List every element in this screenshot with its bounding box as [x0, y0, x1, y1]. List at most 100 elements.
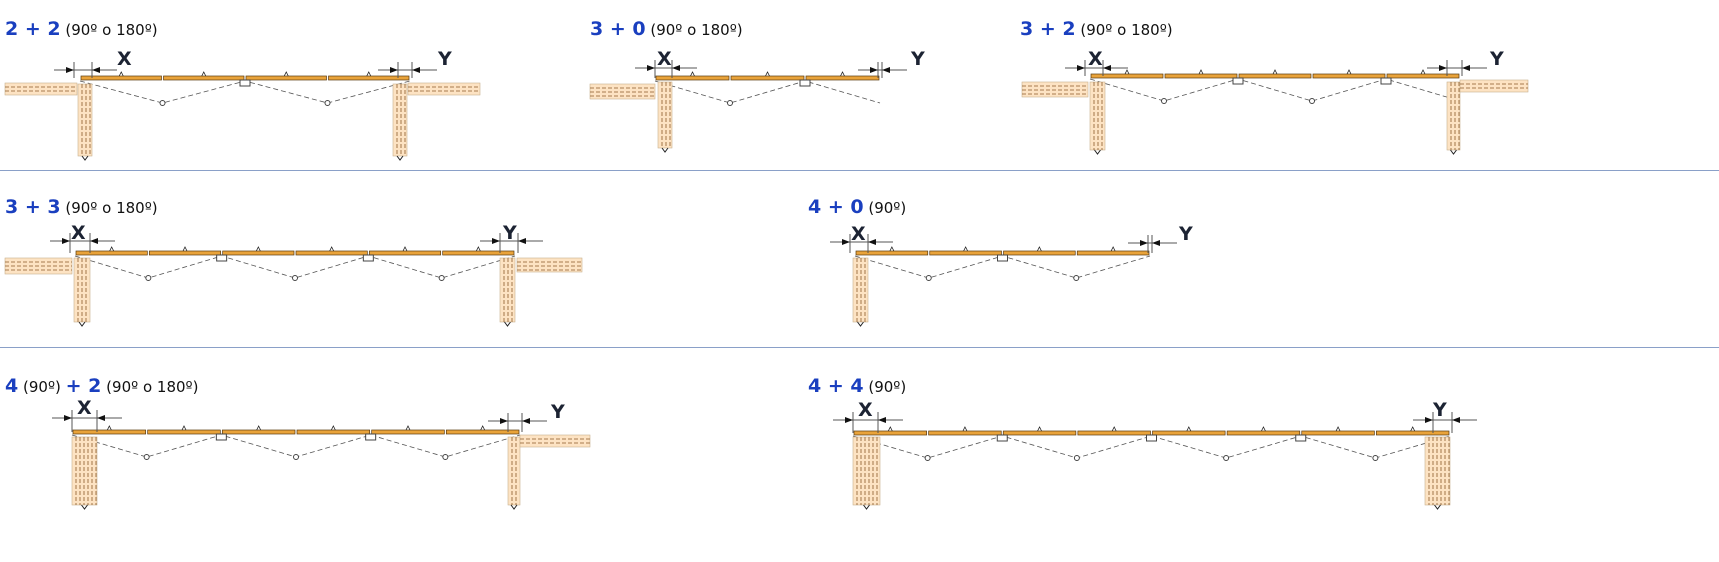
door-panel	[1002, 430, 1077, 436]
arrow-icon	[412, 67, 420, 73]
panel-handle-icon	[1346, 69, 1352, 75]
door-panel	[371, 429, 445, 435]
arrow-icon	[1462, 65, 1470, 71]
track-box-icon	[996, 434, 1008, 442]
door-panel	[1164, 73, 1238, 79]
config-title-2-2: 2 + 2 (90º o 180º)	[5, 18, 158, 40]
door-panel	[929, 250, 1002, 256]
arrow-icon	[647, 65, 655, 71]
panel-handle-icon	[1110, 246, 1116, 252]
stacked-panels-vertical	[657, 81, 673, 149]
panel-handle-icon	[181, 425, 187, 431]
pivot-icon	[145, 275, 152, 281]
panel-handle-icon	[963, 246, 968, 252]
panel-handle-icon	[887, 426, 893, 432]
panel-handle-icon	[1198, 69, 1204, 75]
panel-handle-icon	[329, 246, 335, 252]
door-panel	[72, 429, 147, 435]
dimension-x-label: X	[851, 223, 866, 245]
row-divider	[0, 170, 1719, 171]
panel-handle-icon	[1410, 426, 1416, 432]
panel-handle-icon	[283, 71, 289, 77]
arrow-icon	[518, 238, 526, 244]
door-panel	[1076, 250, 1150, 256]
panel-handle-icon	[1111, 426, 1117, 432]
pivot-icon	[925, 275, 932, 281]
pivot-icon	[293, 454, 299, 460]
stacked-panels-horizontal	[4, 82, 78, 96]
door-panel	[928, 430, 1002, 436]
stack-end-icon	[81, 155, 89, 161]
panel-handle-icon	[1335, 426, 1341, 432]
dimension-x-label: X	[117, 48, 132, 70]
pivot-icon	[1223, 455, 1230, 461]
folding-path	[74, 255, 516, 279]
arrow-icon	[1140, 240, 1148, 246]
door-panel	[163, 75, 245, 81]
door-panel	[442, 250, 515, 256]
door-panel	[148, 250, 222, 256]
stacked-panels-horizontal	[1459, 79, 1529, 93]
arrow-icon	[672, 65, 680, 71]
door-panel	[805, 75, 880, 81]
stack-end-icon	[661, 147, 669, 153]
door-panel	[221, 429, 296, 435]
config-title-3-3: 3 + 3 (90º o 180º)	[5, 196, 158, 218]
door-panel	[368, 250, 442, 256]
dimension-y-label: Y	[551, 401, 565, 423]
door-panel	[1312, 73, 1386, 79]
panel-handle-icon	[330, 425, 336, 431]
stacked-panels-vertical	[1446, 81, 1461, 151]
door-panel	[855, 250, 929, 256]
track-box-icon	[1232, 77, 1244, 85]
arrow-icon	[868, 239, 876, 245]
arrow-icon	[1452, 417, 1460, 423]
dimension-x-label: X	[858, 399, 873, 421]
arrow-icon	[500, 418, 508, 424]
panel-handle-icon	[480, 425, 486, 431]
panel-handle-icon	[1420, 69, 1426, 75]
panel-handle-icon	[765, 71, 770, 77]
door-panel	[295, 250, 368, 256]
panel-handle-icon	[1272, 69, 1278, 75]
arrow-icon	[64, 415, 72, 421]
panel-handle-icon	[962, 426, 968, 432]
stacked-panels-vertical	[852, 436, 881, 506]
panel-handle-icon	[402, 246, 408, 252]
pivot-icon	[727, 100, 733, 106]
track-box-icon	[1146, 434, 1157, 442]
door-panel	[245, 75, 327, 81]
stacked-panels-horizontal	[589, 83, 656, 100]
stack-end-icon	[1094, 149, 1101, 155]
panel-handle-icon	[182, 246, 188, 252]
door-panel	[730, 75, 805, 81]
panel-handle-icon	[840, 71, 845, 77]
panel-handle-icon	[1124, 69, 1130, 75]
arrow-icon	[1103, 65, 1111, 71]
stack-end-icon	[863, 504, 870, 510]
dimension-y-label: Y	[911, 48, 925, 70]
arrow-icon	[1152, 240, 1160, 246]
arrow-icon	[522, 418, 530, 424]
pivot-icon	[438, 275, 445, 281]
door-panel	[1226, 430, 1301, 436]
door-panel	[1090, 73, 1164, 79]
folding-path	[654, 80, 881, 104]
pivot-icon	[1073, 275, 1080, 281]
arrow-icon	[390, 67, 398, 73]
panel-handle-icon	[255, 246, 261, 252]
panel-handle-icon	[366, 71, 372, 77]
pivot-icon	[324, 100, 331, 106]
door-panel	[1386, 73, 1460, 79]
dimension-y-label: Y	[1179, 223, 1193, 245]
arrow-icon	[878, 417, 886, 423]
arrow-icon	[62, 238, 70, 244]
track-box-icon	[997, 254, 1008, 262]
panel-handle-icon	[405, 425, 411, 431]
panel-handle-icon	[256, 425, 262, 431]
track-box-icon	[216, 254, 228, 262]
stacked-panels-vertical	[852, 257, 869, 323]
arrow-icon	[66, 67, 74, 73]
